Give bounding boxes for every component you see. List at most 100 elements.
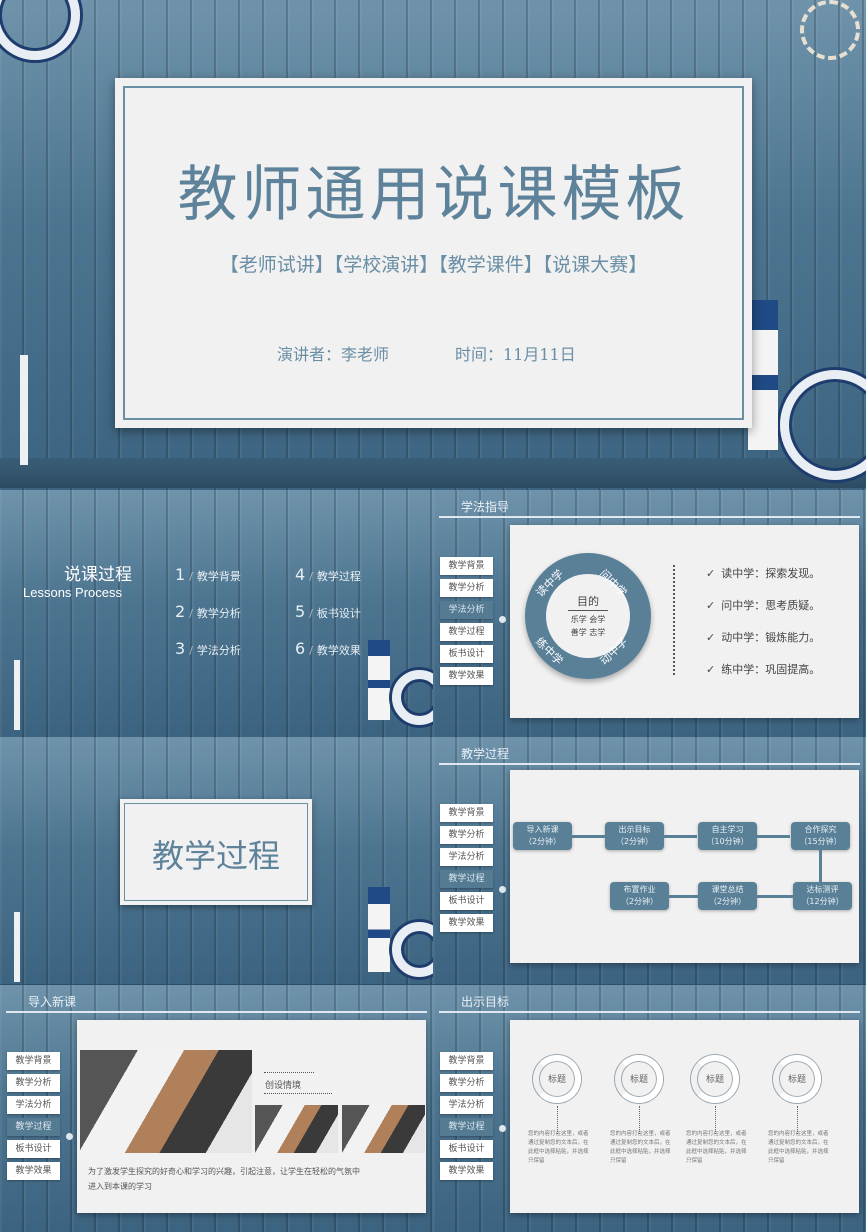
circular-arrow-icon <box>615 1055 663 1103</box>
check-item: ✓问中学：思考质疑。 <box>706 597 820 613</box>
side-nav: 教学背景教学分析学法分析教学过程板书设计教学效果 <box>440 1052 493 1184</box>
agenda-item[interactable]: 1/教学背景 <box>175 565 241 584</box>
active-indicator <box>66 1133 73 1140</box>
content-panel: 读中学 问中学 练中学 动中学 目的 乐学 会学 善学 志学 ✓读中学：探索发现… <box>510 525 859 718</box>
flow-step-name: 合作探究 <box>804 825 837 834</box>
nav-item[interactable]: 板书设计 <box>440 645 493 663</box>
agenda-item[interactable]: 2/教学分析 <box>175 602 241 621</box>
nav-item[interactable]: 教学效果 <box>440 667 493 685</box>
ring-center-line: 乐学 会学 <box>570 615 606 624</box>
presentation-subtitle: 【老师试讲】【学校演讲】【教学课件】【说课大赛】 <box>219 254 648 276</box>
agenda-subtitle: Lessons Process <box>23 585 122 600</box>
check-icon: ✓ <box>706 599 716 612</box>
agenda-item[interactable]: 5/板书设计 <box>295 602 361 621</box>
photo-caption: 创设情境 <box>265 1081 302 1091</box>
agenda-label: 教学过程 <box>316 570 361 583</box>
flow-step-name: 布置作业 <box>623 885 656 894</box>
nav-item[interactable]: 教学背景 <box>440 557 493 575</box>
flow-step-time: （2分钟） <box>708 897 747 906</box>
agenda-item[interactable]: 6/教学效果 <box>295 639 361 658</box>
active-indicator <box>499 886 506 893</box>
ring-center-title: 目的 <box>577 595 599 608</box>
nav-item[interactable]: 板书设计 <box>440 892 493 910</box>
intro-slide: 导入新课 教学背景教学分析学法分析教学过程板书设计教学效果 创设情境 为了激发学… <box>0 985 433 1232</box>
nav-item[interactable]: 教学效果 <box>7 1162 60 1180</box>
flow-step: 课堂总结（2分钟） <box>698 882 757 910</box>
check-icon: ✓ <box>706 631 716 644</box>
section-title: 教学过程 <box>151 837 280 875</box>
connector-line <box>797 1106 798 1134</box>
nav-item[interactable]: 教学背景 <box>7 1052 60 1070</box>
connector-line <box>557 1106 558 1134</box>
flow-step: 合作探究 （15分钟） <box>791 822 850 850</box>
agenda-item[interactable]: 3/学法分析 <box>175 639 241 658</box>
flow-step: 出示目标（2分钟） <box>605 822 664 850</box>
side-nav: 教学背景教学分析学法分析教学过程板书设计教学效果 <box>7 1052 60 1184</box>
nav-item[interactable]: 教学过程 <box>440 623 493 641</box>
flow-step-time: （2分钟） <box>620 897 659 906</box>
arrow-right-icon <box>757 835 790 838</box>
ship-wheel-icon <box>800 0 860 60</box>
goal-text: 您的内容打在这里，或者通过复制您的文本后，在此框中选择粘贴，并选择只保留 <box>528 1131 589 1164</box>
slash-divider: / <box>189 644 193 657</box>
arrow-left-icon <box>669 895 698 898</box>
nav-item[interactable]: 学法分析 <box>440 1096 493 1114</box>
nav-item[interactable]: 教学分析 <box>440 1074 493 1092</box>
flow-step-time: （12分钟） <box>801 897 844 906</box>
intro-text: 为了激发学生探究的好奇心和学习的兴趣，引起注意，让学生在轻松的气氛中进入到本课的… <box>88 1167 360 1191</box>
nav-item[interactable]: 教学过程 <box>440 870 493 888</box>
agenda-item[interactable]: 4/教学过程 <box>295 565 361 584</box>
nav-item[interactable]: 教学效果 <box>440 914 493 932</box>
slide-header: 导入新课 <box>28 995 77 1009</box>
lifebuoy-icon <box>0 0 80 60</box>
goal-title: 标题 <box>705 1075 724 1085</box>
nav-item[interactable]: 板书设计 <box>440 1140 493 1158</box>
flow-step-name: 自主学习 <box>711 825 744 834</box>
nav-item[interactable]: 教学效果 <box>440 1162 493 1180</box>
nav-item[interactable]: 板书设计 <box>7 1140 60 1158</box>
flow-step-time: （15分钟） <box>799 837 842 846</box>
nav-item[interactable]: 教学背景 <box>440 1052 493 1070</box>
arrow-down-icon <box>819 850 822 882</box>
anchor-icon <box>20 355 28 465</box>
agenda-number: 2 <box>175 602 186 621</box>
nav-item[interactable]: 学法分析 <box>440 848 493 866</box>
active-indicator <box>499 1125 506 1132</box>
nav-item[interactable]: 教学分析 <box>7 1074 60 1092</box>
goal-text: 您的内容打在这里，或者通过复制您的文本后，在此框中选择粘贴，并选择只保留 <box>686 1131 747 1164</box>
purpose-ring: 读中学 问中学 练中学 动中学 目的 乐学 会学 善学 志学 <box>525 553 651 679</box>
nav-item[interactable]: 学法分析 <box>7 1096 60 1114</box>
goal-title: 标题 <box>629 1075 648 1085</box>
check-item: ✓练中学：巩固提高。 <box>706 661 820 677</box>
anchor-icon <box>14 660 20 730</box>
lighthouse-icon <box>368 640 390 720</box>
nav-item[interactable]: 教学分析 <box>440 579 493 597</box>
agenda-number: 4 <box>295 565 306 584</box>
nav-item[interactable]: 学法分析 <box>440 601 493 619</box>
slide-header: 教学过程 <box>461 747 510 761</box>
flow-step-time: （2分钟） <box>523 837 562 846</box>
study-method-slide: 学法指导 教学背景教学分析学法分析教学过程板书设计教学效果 读中学 问中学 练中… <box>433 490 866 737</box>
content-panel: 创设情境 为了激发学生探究的好奇心和学习的兴趣，引起注意，让学生在轻松的气氛中进… <box>77 1020 426 1213</box>
agenda-label: 教学分析 <box>196 607 241 620</box>
nav-item[interactable]: 教学过程 <box>440 1118 493 1136</box>
slash-divider: / <box>309 644 313 657</box>
nav-item[interactable]: 教学分析 <box>440 826 493 844</box>
presentation-title: 教师通用说课模板 <box>177 160 690 230</box>
lifebuoy-icon <box>392 670 433 725</box>
agenda-number: 3 <box>175 639 186 658</box>
arrow-right-icon <box>572 835 605 838</box>
agenda-label: 学法分析 <box>196 644 241 657</box>
nav-item[interactable]: 教学背景 <box>440 804 493 822</box>
agenda-number: 6 <box>295 639 306 658</box>
slash-divider: / <box>189 570 193 583</box>
check-icon: ✓ <box>706 567 716 580</box>
ring-center-line: 善学 志学 <box>570 628 606 637</box>
anchor-icon <box>14 912 20 982</box>
goal-text: 您的内容打在这里，或者通过复制您的文本后，在此框中选择粘贴，并选择只保留 <box>768 1131 829 1164</box>
flow-step-name: 出示目标 <box>618 825 651 834</box>
nav-item[interactable]: 教学过程 <box>7 1118 60 1136</box>
content-panel: 导入新课（2分钟）出示目标（2分钟）自主学习（10分钟）合作探究（15分钟）达标… <box>510 770 859 963</box>
student-photo <box>80 1050 252 1153</box>
arrow-right-icon <box>664 835 697 838</box>
